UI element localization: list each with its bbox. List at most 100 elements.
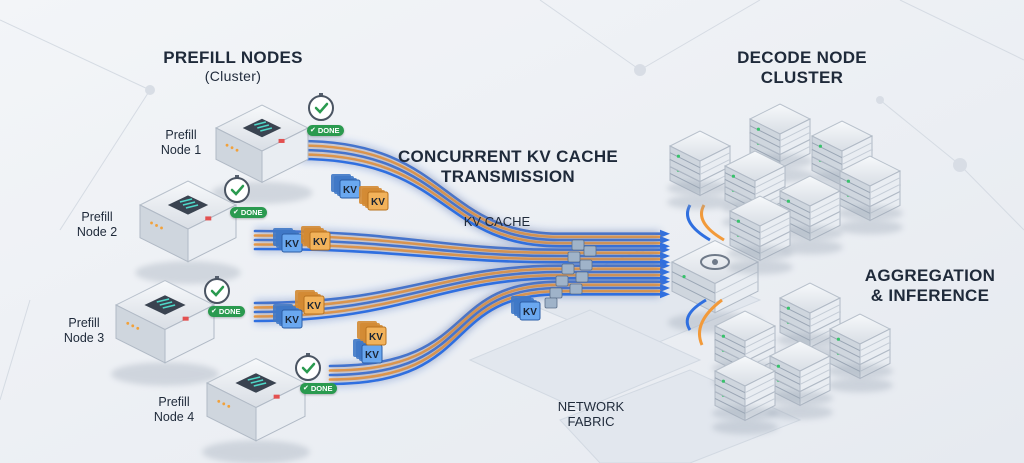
- kv-packet-label: KV: [365, 350, 379, 361]
- kv-packet: KV: [273, 304, 303, 329]
- kv-packet-label: KV: [371, 197, 385, 208]
- stopwatch-icon: [308, 93, 334, 121]
- stream-arrowhead: [660, 284, 670, 292]
- stream-arrowhead: [660, 268, 670, 276]
- server-slot-line: [744, 332, 776, 349]
- server-status-light: [273, 394, 280, 399]
- server-slot-line: [769, 362, 801, 379]
- server-slot-line: [809, 304, 841, 321]
- server-shadow: [727, 260, 793, 275]
- cache-block: [583, 245, 597, 257]
- server-led: [731, 174, 736, 178]
- stopwatch-icon: [224, 175, 250, 203]
- server-slot-line: [729, 217, 761, 234]
- server-slot-line: [779, 132, 811, 148]
- decode-server: [777, 175, 843, 241]
- hub-gear-center: [712, 259, 718, 265]
- timers: [204, 93, 334, 381]
- kv-packet: KV: [331, 174, 361, 199]
- decode-server: [827, 313, 893, 379]
- server-led: [682, 275, 686, 279]
- stopwatch-face: [224, 177, 250, 203]
- server-slot-line: [809, 204, 841, 220]
- server-slot-line: [811, 142, 843, 159]
- kv-packet-label: KV: [307, 301, 321, 312]
- decode-server: [727, 195, 793, 261]
- server-screen: [144, 295, 186, 315]
- server-screen-line: [257, 124, 270, 129]
- server-slot-line: [714, 377, 746, 394]
- server-slot-line: [869, 184, 901, 200]
- prefill-node-2-server: [135, 180, 241, 285]
- server-slot-line: [671, 280, 716, 304]
- server-status-light: [182, 316, 189, 321]
- server-led: [227, 404, 231, 408]
- server-slot-line: [699, 159, 731, 175]
- kv-packet-face: [365, 326, 387, 346]
- server-right-face: [164, 304, 215, 364]
- server-screen-line: [182, 201, 196, 206]
- server-led: [160, 226, 163, 230]
- stream-arrowhead: [660, 290, 670, 299]
- kv-packet-label: KV: [369, 332, 383, 343]
- server-screen-line: [253, 382, 267, 387]
- server-led: [776, 364, 781, 368]
- stream-line: [298, 148, 662, 242]
- decode-server: [667, 130, 733, 196]
- server-slot-line: [841, 149, 873, 165]
- stopwatch-icon: [204, 276, 230, 304]
- server-screen-line: [260, 127, 273, 132]
- prefill-subtitle: (Cluster): [204, 68, 262, 85]
- server-slot-line: [744, 384, 776, 400]
- server-shadow: [202, 440, 310, 463]
- server-slot-line: [829, 342, 861, 358]
- server-screen-line: [162, 304, 176, 309]
- cache-block: [579, 259, 593, 271]
- server-slot-line: [859, 342, 891, 358]
- kv-packet-label: KV: [285, 239, 299, 250]
- server-screen: [235, 373, 277, 393]
- server-slot-line: [729, 224, 761, 240]
- server-led: [756, 127, 761, 131]
- server-shadow: [767, 405, 833, 420]
- server-led: [136, 326, 140, 330]
- stopwatch-face: [204, 278, 230, 304]
- server-slot-line: [724, 179, 756, 195]
- stopwatch-icon: [295, 353, 321, 381]
- server-slot-line: [779, 125, 811, 142]
- server-led: [676, 154, 681, 158]
- stopwatch-face: [308, 95, 334, 121]
- server-slot-line: [724, 172, 756, 189]
- server-led: [155, 224, 158, 227]
- server-slot-line: [744, 339, 776, 355]
- server-slot-line: [744, 377, 776, 394]
- background-network-lines: [0, 0, 1024, 401]
- server-slot-line: [799, 369, 831, 385]
- server-shadow: [667, 181, 733, 196]
- server-slot-line: [859, 335, 891, 352]
- stopwatch-face: [295, 355, 321, 381]
- server-shadow: [111, 362, 219, 386]
- kv-packet-face: [309, 231, 331, 251]
- server-slot-line: [809, 311, 841, 327]
- server-led: [786, 199, 791, 203]
- stream-line: [298, 157, 662, 248]
- server-right-face: [255, 382, 306, 442]
- server-slot-line: [779, 304, 811, 321]
- check-icon: ✔: [211, 308, 217, 315]
- server-slot-line: [839, 184, 871, 200]
- server-screen: [242, 118, 282, 138]
- server-led: [230, 146, 234, 150]
- aggregation-inference-label: AGGREGATION& INFERENCE: [864, 266, 996, 306]
- background-network-dots: [145, 64, 967, 172]
- server-slot-line: [669, 152, 701, 169]
- stream-line: [298, 139, 662, 235]
- kv-packet: KV: [359, 186, 389, 211]
